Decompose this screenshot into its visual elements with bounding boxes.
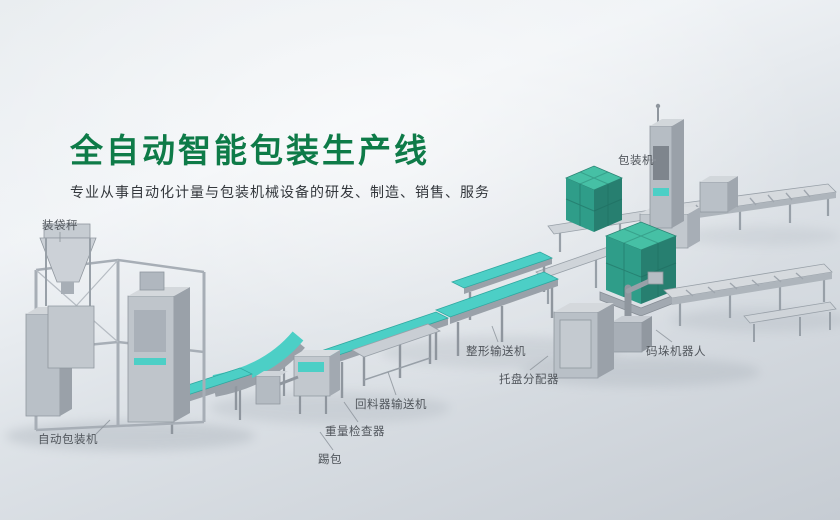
return-feeder-conveyor-machine bbox=[351, 323, 441, 386]
label-shaping-conveyor: 整形输送机 bbox=[466, 346, 526, 358]
label-return-feeder-conveyor: 回料器输送机 bbox=[355, 399, 427, 411]
kick-bag-device bbox=[255, 371, 299, 405]
page-title: 全自动智能包装生产线 bbox=[70, 132, 430, 169]
auto-packaging-machine bbox=[25, 223, 206, 432]
roller-conveyor-lower bbox=[663, 263, 833, 326]
weight-checker-machine bbox=[293, 350, 340, 414]
label-weight-checker: 重量检查器 bbox=[325, 426, 385, 438]
page-subtitle: 专业从事自动化计量与包装机械设备的研发、制造、销售、服务 bbox=[70, 184, 490, 200]
label-auto-packaging-machine: 自动包装机 bbox=[38, 434, 98, 446]
label-leader-lines bbox=[59, 159, 673, 451]
label-packaging-machine: 包装机 bbox=[618, 155, 654, 167]
product-box-stack-1 bbox=[564, 165, 624, 232]
shaping-conveyor-machine bbox=[434, 251, 560, 356]
label-kick-bag: 踢包 bbox=[318, 454, 342, 466]
product-box-stack-2 bbox=[599, 221, 683, 317]
roller-conveyor-short bbox=[743, 301, 837, 342]
palletizing-robot-machine bbox=[611, 271, 664, 353]
infeed-machine bbox=[699, 176, 738, 213]
pallet-dispenser-machine bbox=[553, 303, 614, 379]
label-palletizing-robot: 码垛机器人 bbox=[646, 346, 706, 358]
label-pallet-dispenser: 托盘分配器 bbox=[499, 374, 559, 386]
label-bagging-scale: 装袋秤 bbox=[42, 220, 78, 232]
